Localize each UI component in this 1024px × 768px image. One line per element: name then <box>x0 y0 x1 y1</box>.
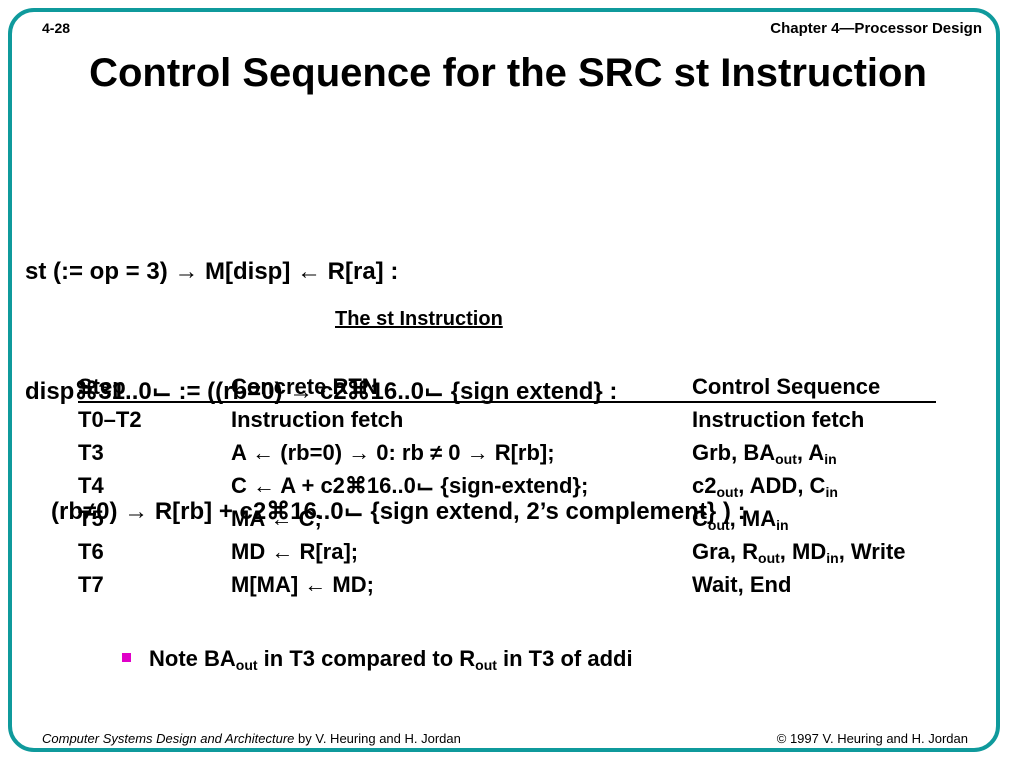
slide-number: 4-28 <box>42 20 71 36</box>
control-cell: c2out, ADD, Cin <box>692 473 838 500</box>
chapter-label: Chapter 4—Processor Design <box>770 20 982 37</box>
footer-copyright: © 1997 V. Heuring and H. Jordan <box>776 731 968 746</box>
table-row: T0–T2 Instruction fetch Instruction fetc… <box>78 403 936 436</box>
control-cell: Instruction fetch <box>692 407 865 432</box>
table-row: T6 MD ← R[ra]; Gra, Rout, MDin, Write <box>78 535 936 568</box>
step-cell: T4 <box>78 473 104 498</box>
header-control-sequence: Control Sequence <box>692 374 881 399</box>
step-cell: T3 <box>78 440 104 465</box>
step-cell: T5 <box>78 506 104 531</box>
slide-frame <box>8 8 1000 752</box>
control-cell: Cout, MAin <box>692 506 789 533</box>
table-row: T5 MA ← C; Cout, MAin <box>78 502 936 535</box>
square-bullet-icon <box>122 653 131 662</box>
rtn-line-2: disp⌘31..0⌙ := ((rb=0) → c2⌘16..0⌙ {sign… <box>25 378 618 405</box>
rtn-cell: MA ← C; <box>231 506 322 531</box>
control-cell: Gra, Rout, MDin, Write <box>692 539 906 566</box>
step-cell: T6 <box>78 539 104 564</box>
note-bullet-item: Note BAout in T3 compared to Rout in T3 … <box>122 646 633 672</box>
rtn-cell: MD ← R[ra]; <box>231 539 359 564</box>
rtn-cell: M[MA] ← MD; <box>231 572 374 597</box>
rtn-definition: st (:= op = 3) → M[disp] ← R[ra] : disp⌘… <box>25 172 746 572</box>
header-concrete-rtn: Concrete RTN <box>231 374 378 399</box>
table-header-row: Step Concrete RTN Control Sequence <box>78 370 936 403</box>
table-row: T4 C ← A + c2⌘16..0⌙ {sign-extend}; c2ou… <box>78 469 936 502</box>
rtn-line-3: (rb≠0) → R[rb] + c2⌘16..0⌙ {sign extend,… <box>51 498 746 525</box>
header-step: Step <box>78 374 126 399</box>
control-cell: Wait, End <box>692 572 792 597</box>
rtn-cell: Instruction fetch <box>231 407 404 432</box>
step-cell: T0–T2 <box>78 407 142 432</box>
control-sequence-table: Step Concrete RTN Control Sequence T0–T2… <box>78 370 936 601</box>
slide-title: Control Sequence for the SRC st Instruct… <box>89 51 927 95</box>
rtn-cell: A ← (rb=0) → 0: rb ≠ 0 → R[rb]; <box>231 440 555 465</box>
step-cell: T7 <box>78 572 104 597</box>
control-cell: Grb, BAout, Ain <box>692 440 837 467</box>
footer-book-credit: Computer Systems Design and Architecture… <box>42 731 461 746</box>
table-caption: The st Instruction <box>335 308 503 330</box>
table-row: T3 A ← (rb=0) → 0: rb ≠ 0 → R[rb]; Grb, … <box>78 436 936 469</box>
table-row: T7 M[MA] ← MD; Wait, End <box>78 568 936 601</box>
rtn-cell: C ← A + c2⌘16..0⌙ {sign-extend}; <box>231 473 589 498</box>
rtn-line-1: st (:= op = 3) → M[disp] ← R[ra] : <box>25 258 399 285</box>
